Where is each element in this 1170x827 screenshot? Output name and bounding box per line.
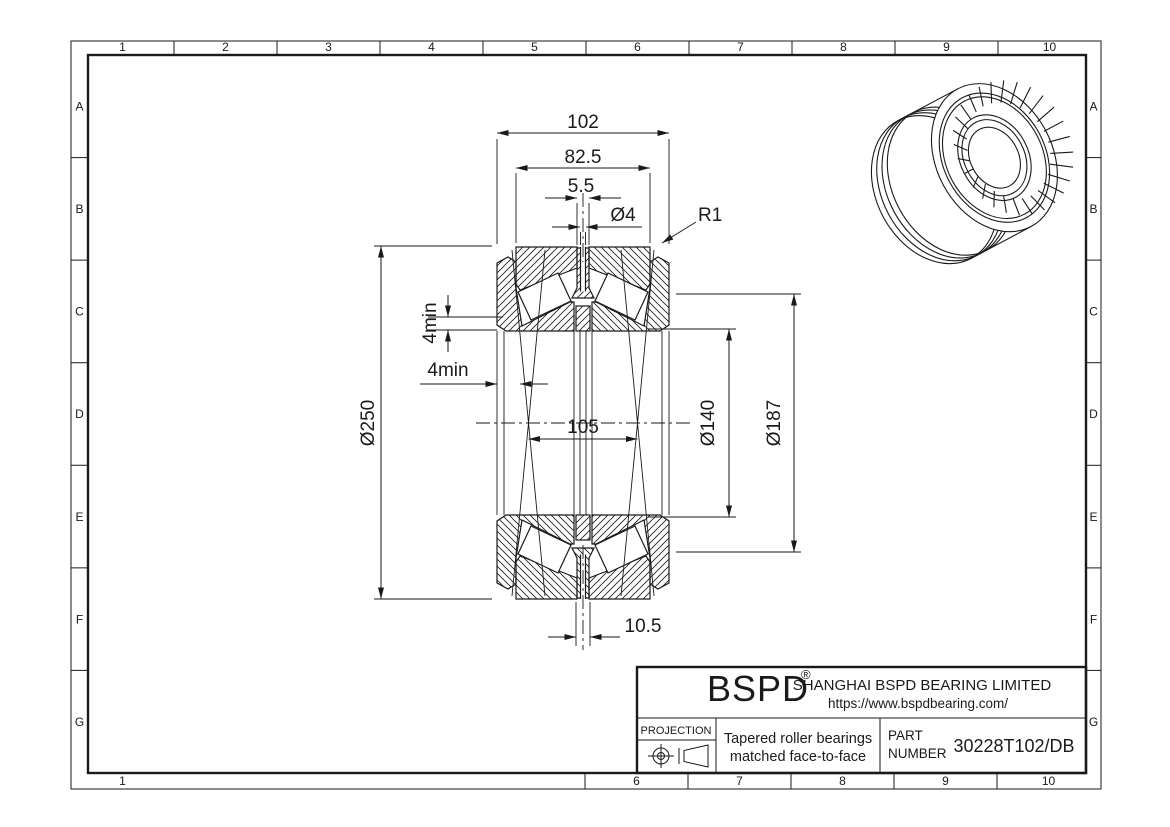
center-oil-port-top bbox=[571, 246, 595, 299]
col-label: 1 bbox=[119, 774, 126, 788]
col-label: 3 bbox=[325, 40, 332, 54]
side-grid-ticks bbox=[71, 157, 1101, 671]
part-label-line2: NUMBER bbox=[888, 746, 947, 761]
inner-frame bbox=[86, 53, 1088, 775]
dim-text: 4min bbox=[420, 302, 441, 343]
row-label: B bbox=[1089, 202, 1097, 216]
dim-fillet-radius: R1 bbox=[661, 205, 722, 244]
row-label: C bbox=[1089, 305, 1098, 319]
row-label: F bbox=[76, 612, 83, 626]
bottom-grid-ticks bbox=[584, 773, 998, 789]
dim-bore-diameter: Ø140 bbox=[648, 328, 736, 518]
col-label: 10 bbox=[1043, 40, 1057, 54]
right-row-labels: A B C D E F G bbox=[1089, 100, 1098, 729]
top-grid-ticks bbox=[173, 41, 999, 55]
dim-text: R1 bbox=[698, 205, 722, 226]
col-label: 1 bbox=[119, 40, 126, 54]
dim-text: 5.5 bbox=[568, 176, 594, 197]
tapered-roller bbox=[594, 272, 649, 321]
row-label: C bbox=[75, 305, 84, 319]
product-description-line2: matched face-to-face bbox=[730, 749, 866, 765]
bearing-section-view bbox=[476, 193, 694, 650]
dim-oil-hole: Ø4 bbox=[552, 205, 642, 245]
dim-load-center-span: 105 bbox=[528, 417, 638, 442]
dimensions: 102 82.5 5.5 Ø4 R1 bbox=[358, 112, 801, 646]
dim-text: Ø140 bbox=[698, 400, 719, 446]
row-label: E bbox=[1089, 510, 1097, 524]
col-label: 10 bbox=[1042, 774, 1056, 788]
dim-text: Ø4 bbox=[610, 205, 636, 226]
dim-text: 105 bbox=[567, 417, 599, 438]
registered-trademark: ® bbox=[801, 667, 811, 682]
col-label: 7 bbox=[737, 40, 744, 54]
first-angle-projection-icon bbox=[648, 744, 709, 768]
dim-text: 10.5 bbox=[625, 616, 662, 637]
left-row-labels: A B C D E F G bbox=[75, 100, 84, 729]
tapered-roller bbox=[594, 525, 649, 574]
bearing-quadrant-top-left bbox=[496, 246, 578, 332]
part-number: 30228T102/DB bbox=[953, 736, 1074, 756]
part-label-line1: PART bbox=[888, 728, 923, 743]
col-label: 8 bbox=[839, 774, 846, 788]
col-label: 7 bbox=[736, 774, 743, 788]
tapered-roller bbox=[517, 272, 572, 321]
col-label: 5 bbox=[531, 40, 538, 54]
row-label: D bbox=[75, 407, 84, 421]
bottom-column-labels: 1 6 7 8 9 10 bbox=[119, 774, 1055, 788]
col-label: 6 bbox=[633, 774, 640, 788]
dim-clearance-vertical: 4min bbox=[420, 295, 503, 352]
row-label: G bbox=[75, 715, 84, 729]
drawing-frame: 1 2 3 4 5 6 7 8 9 10 1 6 7 8 9 10 A B C … bbox=[70, 40, 1102, 790]
col-label: 2 bbox=[222, 40, 229, 54]
bearing-3d-view bbox=[870, 80, 1074, 265]
dim-overall-width: 102 bbox=[496, 112, 670, 244]
dim-outer-diameter: Ø250 bbox=[358, 245, 492, 600]
dim-text: 4min bbox=[427, 360, 468, 381]
col-label: 8 bbox=[840, 40, 847, 54]
dim-rib-diameter: Ø187 bbox=[676, 293, 801, 553]
company-name: SHANGHAI BSPD BEARING LIMITED bbox=[793, 677, 1052, 694]
dim-cup-width: 82.5 bbox=[515, 147, 651, 243]
col-label: 9 bbox=[942, 774, 949, 788]
spacer-section-bottom bbox=[575, 514, 591, 541]
spacer-section-top bbox=[575, 305, 591, 332]
dim-text: Ø187 bbox=[764, 400, 785, 446]
bearing-quadrant-bottom-right bbox=[588, 514, 670, 600]
row-label: E bbox=[75, 510, 83, 524]
tapered-roller bbox=[517, 525, 572, 574]
dim-front-face-gap: 10.5 bbox=[548, 602, 661, 646]
product-description-line1: Tapered roller bearings bbox=[724, 731, 872, 747]
dim-text: 82.5 bbox=[565, 147, 602, 168]
top-column-labels: 1 2 3 4 5 6 7 8 9 10 bbox=[119, 40, 1056, 54]
dim-clearance-horizontal: 4min bbox=[420, 360, 548, 387]
dim-text: 102 bbox=[567, 112, 599, 133]
col-label: 9 bbox=[943, 40, 950, 54]
row-label: A bbox=[1089, 100, 1097, 114]
row-label: D bbox=[1089, 407, 1098, 421]
title-block: BSPD ® SHANGHAI BSPD BEARING LIMITED htt… bbox=[635, 665, 1088, 775]
col-label: 4 bbox=[428, 40, 435, 54]
dim-text: Ø250 bbox=[358, 400, 379, 446]
brand-logo: BSPD bbox=[707, 668, 809, 709]
row-label: G bbox=[1089, 715, 1098, 729]
bearing-quadrant-top-right bbox=[588, 246, 670, 332]
row-label: B bbox=[75, 202, 83, 216]
row-label: F bbox=[1090, 612, 1097, 626]
projection-label: PROJECTION bbox=[641, 725, 712, 737]
row-label: A bbox=[75, 100, 83, 114]
bearing-quadrant-bottom-left bbox=[496, 514, 578, 600]
company-website: https://www.bspdbearing.com/ bbox=[828, 696, 1008, 711]
col-label: 6 bbox=[634, 40, 641, 54]
